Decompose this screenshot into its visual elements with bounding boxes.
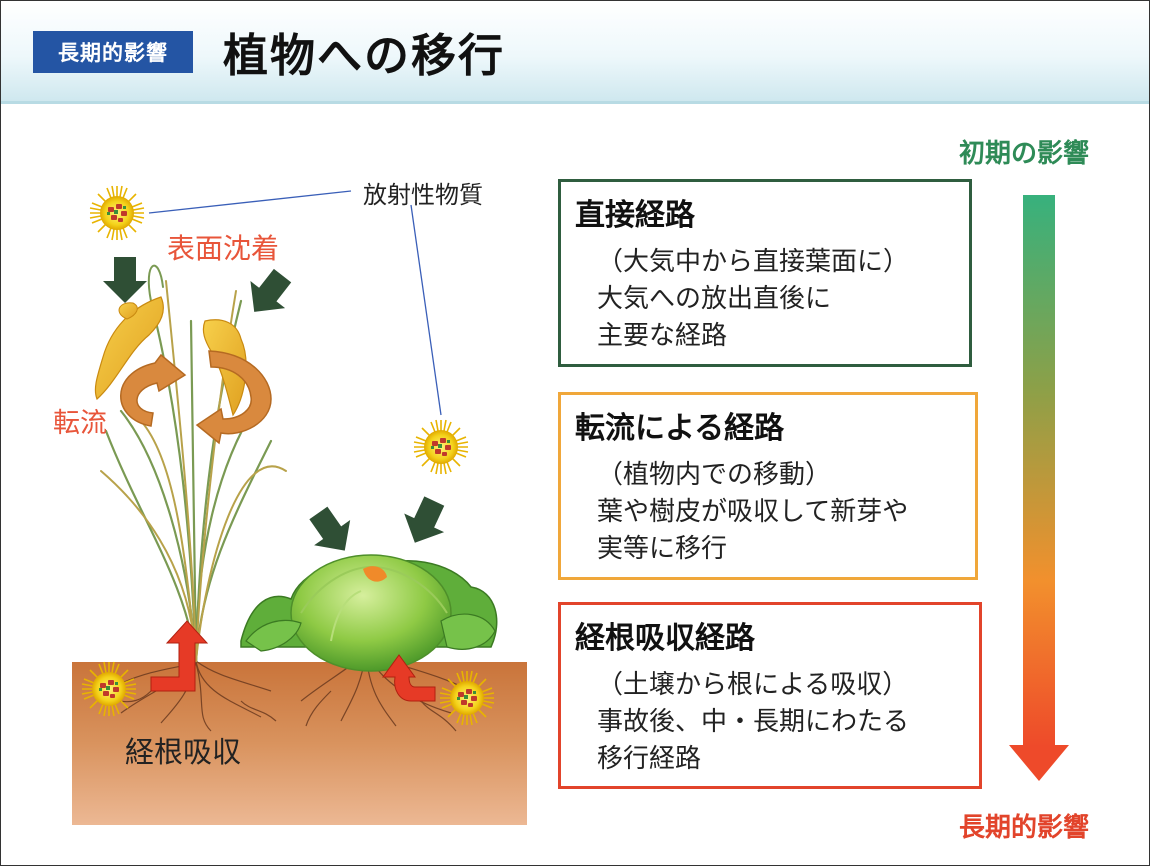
direct-pathway-box: 直接経路 （大気中から直接葉面に）大気への放出直後に主要な経路	[558, 179, 972, 367]
translocation-pathway-title: 転流による経路	[575, 411, 785, 446]
radioactive-particle-icon	[413, 419, 469, 475]
soil	[72, 662, 527, 825]
root-pathway-text: （土壌から根による吸収）事故後、中・長期にわたる移行経路	[597, 670, 910, 774]
radioactive-particle-icon	[89, 185, 145, 241]
translocation-arrows	[120, 350, 272, 445]
root-pathway-box: 経根吸収経路 （土壌から根による吸収）事故後、中・長期にわたる移行経路	[558, 602, 982, 789]
root-pathway-title: 経根吸収経路	[575, 621, 755, 656]
label-leader-lines	[148, 190, 442, 416]
radioactive-particle-icon	[439, 670, 495, 726]
root-uptake-arrow-2	[382, 654, 436, 702]
category-tag: 長期的影響	[33, 31, 193, 73]
direct-pathway-text: （大気中から直接葉面に）大気への放出直後に主要な経路	[597, 247, 910, 351]
root-absorption-label: 経根吸収	[125, 735, 242, 769]
early-impact-label: 初期の影響	[959, 139, 1090, 169]
radioactive-particle-icon	[81, 661, 137, 717]
deposit-arrow-4	[394, 491, 455, 553]
timeline-gradient-arrow	[1023, 195, 1055, 747]
left-leaf	[94, 296, 164, 401]
timeline-arrowhead	[1009, 745, 1069, 781]
deposit-arrow-3	[300, 500, 363, 564]
translocation-label: 転流	[53, 408, 107, 439]
header-bar: 長期的影響 植物への移行	[1, 1, 1149, 104]
deposit-arrow-2	[236, 262, 300, 326]
deposit-arrow-1	[103, 257, 147, 303]
translocation-pathway-box: 転流による経路 （植物内での移動）葉や樹皮が吸収して新芽や実等に移行	[558, 392, 978, 580]
direct-pathway-title: 直接経路	[575, 198, 695, 233]
translocation-pathway-text: （植物内での移動）葉や樹皮が吸収して新芽や実等に移行	[597, 460, 909, 564]
long-term-impact-label: 長期的影響	[959, 813, 1090, 843]
root-uptake-arrow-1	[150, 620, 209, 692]
radioactive-material-label: 放射性物質	[363, 181, 483, 209]
surface-deposition-label: 表面沈着	[167, 232, 280, 265]
page-title: 植物への移行	[223, 29, 506, 82]
cabbage	[240, 554, 498, 672]
